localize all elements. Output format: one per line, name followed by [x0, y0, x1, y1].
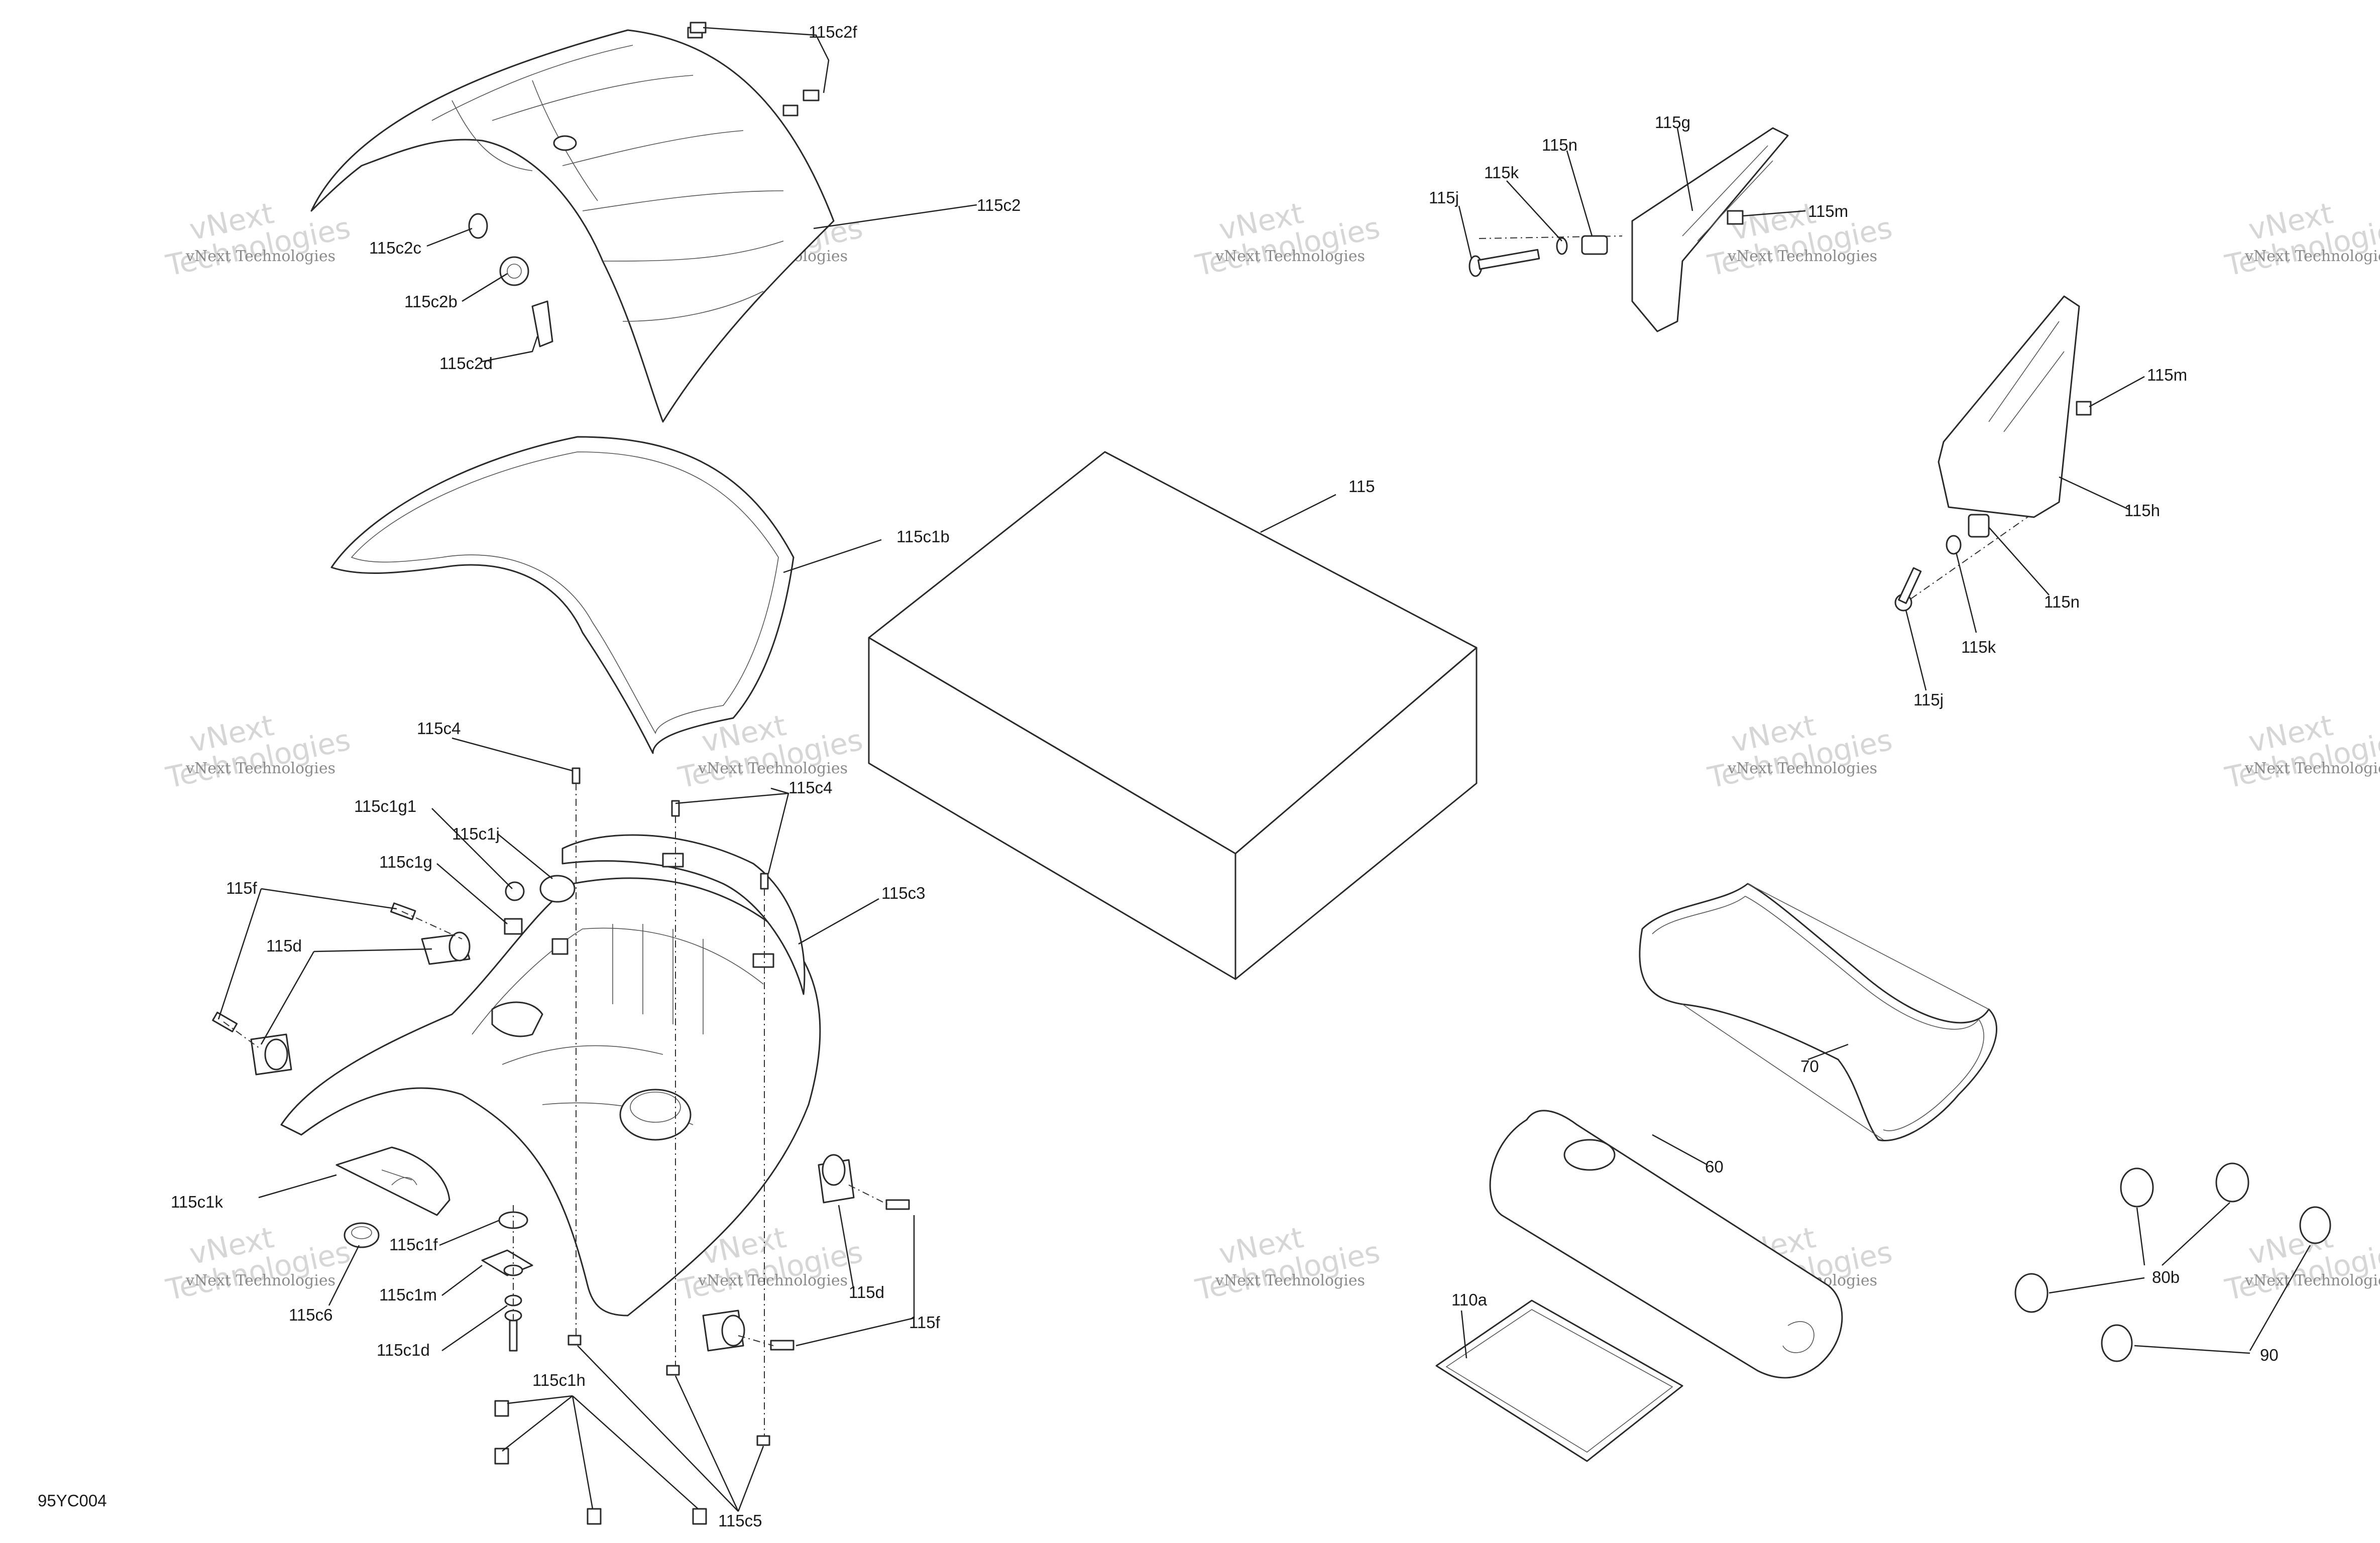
watermark-text-small: vNext Technologies [2244, 1272, 2380, 1289]
bolt-115j-right [1894, 567, 1922, 612]
label-115c1h: 115c1h [532, 1371, 586, 1389]
label-110a: 110a [1451, 1290, 1488, 1309]
part-115m-top [1727, 210, 1744, 225]
bolt-115f-right [770, 1199, 910, 1351]
label-60: 60 [1705, 1157, 1724, 1176]
label-115c4-left: 115c4 [417, 719, 461, 738]
label-115f-right: 115f [909, 1313, 941, 1332]
watermark: Technologies vNext vNext Technologies [1705, 708, 1895, 795]
nut-115c5 [568, 1335, 770, 1446]
bushing-115d-left [250, 931, 471, 1076]
label-115c4-right: 115c4 [788, 778, 832, 797]
watermark: Technologies vNext vNext Technologies [2222, 196, 2380, 283]
label-115c1f: 115c1f [389, 1235, 438, 1254]
spacer-115n-top [1581, 235, 1608, 255]
part-115c1m [481, 1249, 533, 1276]
watermark: Technologies vNext vNext Technologies [163, 708, 354, 795]
watermark-text-small: vNext Technologies [185, 760, 335, 777]
bushing-115d-right [702, 1154, 855, 1352]
plate-115c1k [335, 1146, 450, 1216]
label-115c2: 115c2 [977, 196, 1021, 214]
watermark-text-small: vNext Technologies [1727, 760, 1877, 777]
watermark-text-small: vNext Technologies [185, 1272, 335, 1289]
label-115m-top: 115m [1808, 202, 1848, 220]
watermark-text-small: vNext Technologies [2244, 248, 2380, 265]
watermark-text-small: vNext Technologies [185, 248, 335, 265]
foot-115c1h [494, 1400, 707, 1525]
label-115d-left: 115d [266, 936, 302, 955]
part-115c2d [531, 300, 553, 347]
roll-60 [1489, 1110, 1843, 1379]
leader-lines [217, 27, 2311, 1512]
watermark: Technologies vNext vNext Technologies [2222, 1220, 2380, 1307]
alignment-lines [223, 235, 2050, 1436]
label-115c1d: 115c1d [377, 1341, 430, 1359]
caps-80b [2014, 1162, 2249, 1313]
part-115m-right [2076, 401, 2092, 416]
label-115c1m: 115c1m [379, 1285, 437, 1304]
watermark: Technologies vNext vNext Technologies [1192, 196, 1383, 283]
washer-115k-right [1946, 535, 1962, 555]
label-115j-right: 115j [1913, 690, 1944, 709]
label-115m-right: 115m [2147, 366, 2187, 384]
bracket-115h [1938, 295, 2080, 518]
label-115c2d: 115c2d [439, 354, 493, 373]
clip-115c2f [690, 22, 820, 101]
label-115c1g1: 115c1g1 [354, 797, 416, 815]
spacer-115n-right [1968, 514, 1990, 538]
label-115j-top: 115j [1429, 188, 1459, 207]
label-115k-top: 115k [1484, 163, 1519, 182]
label-115g: 115g [1655, 113, 1690, 132]
frame-70 [1639, 883, 1998, 1141]
bolt-115j-top [1468, 249, 1540, 277]
label-115h: 115h [2124, 501, 2160, 520]
caps-90 [2101, 1206, 2331, 1362]
base-tray-115c3 [280, 834, 821, 1317]
callout-labels: 115c2f 115c2 115c2c 115c2b 115c2d 115c1b… [38, 23, 2279, 1530]
label-70: 70 [1800, 1057, 1819, 1076]
watermark-text-small: vNext Technologies [698, 1272, 848, 1289]
bolt-115f-left [212, 902, 416, 1032]
screw-115c4 [572, 767, 769, 890]
part-115c2c [468, 213, 488, 239]
pad-110a [1435, 1299, 1683, 1462]
label-115c6: 115c6 [289, 1305, 332, 1324]
label-115c2f: 115c2f [809, 23, 857, 41]
grommet-115c6 [344, 1222, 380, 1248]
watermark-text-small: vNext Technologies [698, 760, 848, 777]
part-115c1j [539, 875, 576, 903]
label-115: 115 [1348, 477, 1375, 496]
label-115n-right: 115n [2044, 592, 2080, 611]
label-115c2c: 115c2c [369, 239, 421, 257]
washer-115k-top [1556, 237, 1568, 255]
label-115d-right: 115d [849, 1283, 884, 1301]
watermark-text-small: vNext Technologies [1727, 248, 1877, 265]
label-115c1j: 115c1j [452, 824, 500, 843]
label-115c3: 115c3 [881, 884, 925, 902]
watermark-text-small: vNext Technologies [1215, 248, 1365, 265]
watermark: Technologies vNext vNext Technologies [2222, 708, 2380, 795]
watermark: Technologies vNext vNext Technologies [1192, 1220, 1383, 1307]
watermark: Technologies vNext vNext Technologies [163, 196, 354, 283]
label-80b: 80b [2152, 1268, 2180, 1286]
label-90: 90 [2260, 1346, 2279, 1364]
label-115n-top: 115n [1542, 136, 1577, 154]
seal-115c1b [330, 436, 795, 754]
box-115 [868, 451, 1478, 980]
diagram-code: 95YC004 [38, 1491, 107, 1510]
watermark-text-small: vNext Technologies [2244, 760, 2380, 777]
part-115c1g [504, 918, 523, 935]
watermark-text-small: vNext Technologies [1215, 1272, 1365, 1289]
rear-cover-115c2 [310, 27, 835, 423]
label-115c1b: 115c1b [896, 527, 950, 546]
label-115c1g: 115c1g [379, 853, 432, 871]
label-115c2b: 115c2b [404, 292, 458, 311]
label-115f-left: 115f [226, 879, 258, 897]
part-115c2b [499, 256, 529, 286]
label-115k-right: 115k [1961, 638, 1996, 656]
label-115c5: 115c5 [718, 1511, 762, 1530]
label-115c1k: 115c1k [171, 1193, 223, 1211]
